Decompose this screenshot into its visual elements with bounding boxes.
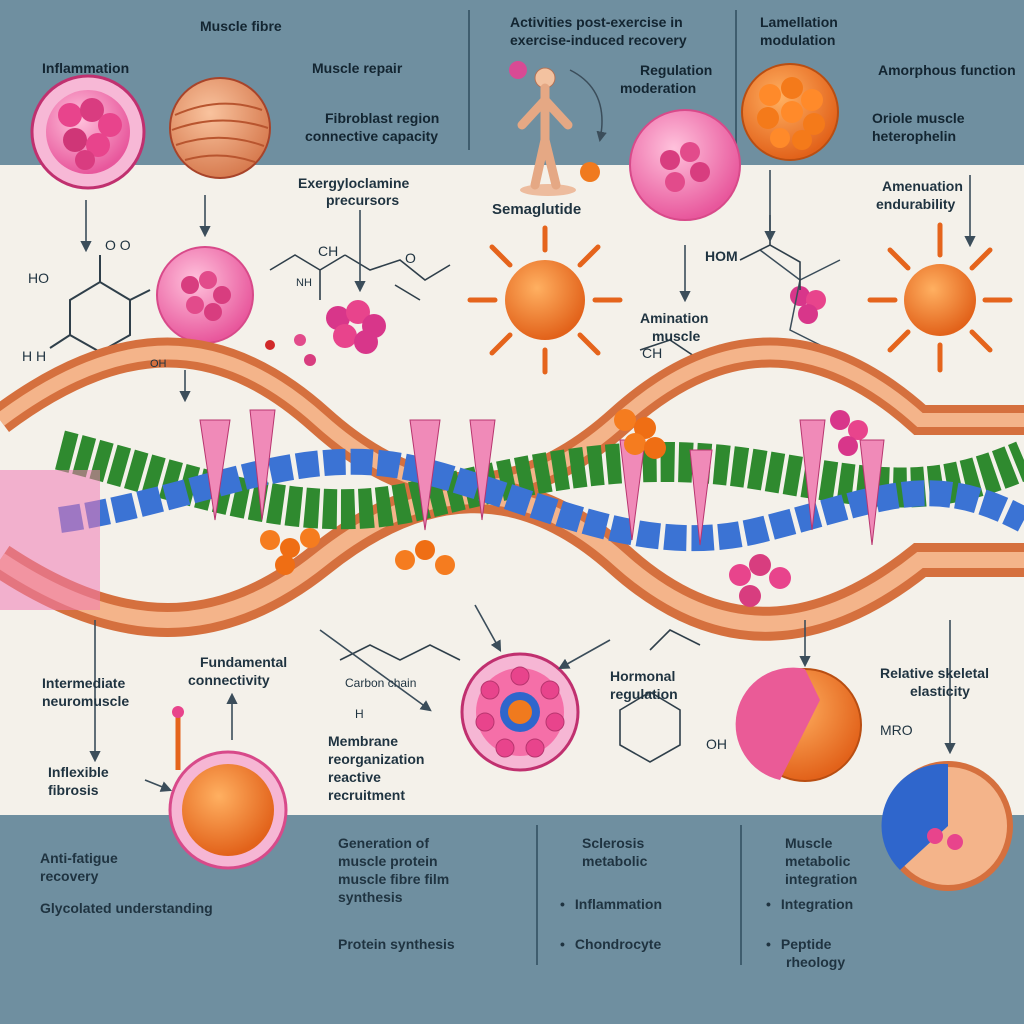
label-bottom-c4-b1: Integration bbox=[766, 896, 853, 912]
label-bottom-c3-1: Sclerosis bbox=[582, 835, 645, 851]
layered-cell-center bbox=[460, 652, 580, 772]
pink-cluster-helix bbox=[729, 410, 868, 607]
label-mro: MRO bbox=[880, 722, 913, 738]
chem-ho: HO bbox=[28, 270, 49, 286]
label-hormone-1: Hormonal bbox=[610, 668, 676, 684]
label-exergyloclamine-2: precursors bbox=[326, 192, 400, 208]
chem-o: O bbox=[405, 250, 416, 266]
chem-oh-small: OH bbox=[150, 358, 167, 370]
chem-oh2: OH bbox=[706, 736, 727, 752]
label-activities-1: Activities post-exercise in bbox=[510, 14, 683, 30]
label-bottom-c3-b2: Chondrocyte bbox=[560, 936, 661, 952]
label-bottom-mid-2: muscle protein bbox=[338, 853, 438, 869]
label-hormone-2: regulation bbox=[610, 686, 678, 702]
label-muscle-repair: Muscle repair bbox=[312, 60, 403, 76]
orange-cluster-helix-center bbox=[614, 409, 666, 459]
label-connective-capacity: connective capacity bbox=[305, 128, 439, 144]
cross-section-cell-bottom-right bbox=[881, 761, 1013, 891]
chem-ch3: CH bbox=[642, 345, 663, 361]
chem-hh: H H bbox=[22, 348, 47, 364]
chem-ch: CH bbox=[318, 243, 339, 259]
chem-oo: O O bbox=[105, 237, 131, 253]
divider-bottom-1 bbox=[536, 825, 538, 965]
label-hom: HOM bbox=[705, 248, 738, 264]
label-fibroblast-region: Fibroblast region bbox=[325, 110, 440, 126]
divider-top-2 bbox=[735, 10, 737, 150]
probe-icon bbox=[172, 706, 184, 770]
label-bottom-left-3: Glycolated understanding bbox=[40, 900, 213, 916]
label-amorphous-function: Amorphous function bbox=[878, 62, 1016, 78]
label-bottom-mid-1: Generation of bbox=[338, 835, 430, 851]
label-inflammation: Inflammation bbox=[42, 60, 130, 76]
divider-bottom-2 bbox=[740, 825, 742, 965]
label-inflexible-1: Inflexible bbox=[48, 764, 109, 780]
label-bottom-mid-4: synthesis bbox=[338, 889, 403, 905]
orange-cluster-helix-left bbox=[260, 528, 455, 575]
label-membrane-2: reorganization bbox=[328, 751, 425, 767]
label-semaglutide: Semaglutide bbox=[492, 201, 582, 218]
label-amenuation-2: endurability bbox=[876, 196, 956, 212]
muscle-fiber-sphere bbox=[169, 77, 271, 179]
label-bottom-c4-b2: Peptide bbox=[766, 936, 832, 952]
label-bottom-c4-2: metabolic bbox=[785, 853, 851, 869]
label-exergyloclamine-1: Exergyloclamine bbox=[298, 175, 410, 191]
label-fundamental-2: connectivity bbox=[188, 672, 270, 688]
label-carbon-chain: Carbon chain bbox=[345, 676, 417, 690]
label-membrane-1: Membrane bbox=[328, 733, 399, 749]
label-relative-1: Relative skeletal bbox=[880, 665, 989, 681]
arrows bbox=[80, 170, 976, 792]
bottom-band bbox=[0, 815, 1024, 1024]
pink-cell-left bbox=[156, 246, 254, 344]
label-bottom-c4-1: Muscle bbox=[785, 835, 833, 851]
label-oriole-2: heterophelin bbox=[872, 128, 957, 144]
label-bottom-c3-2: metabolic bbox=[582, 853, 648, 869]
chemical-structure-lower-middle bbox=[339, 629, 701, 763]
label-membrane-4: recruitment bbox=[328, 787, 406, 803]
label-bottom-c4-b3: rheology bbox=[786, 954, 846, 970]
label-inflexible-2: fibrosis bbox=[48, 782, 99, 798]
label-lamellation-2: modulation bbox=[760, 32, 836, 48]
pink-cluster-cell-top-left bbox=[30, 74, 146, 190]
human-figure-icon bbox=[509, 61, 607, 196]
label-bottom-c4-3: integration bbox=[785, 871, 858, 887]
chem-h: H bbox=[355, 707, 364, 721]
label-bottom-left-1: Anti-fatigue bbox=[40, 850, 118, 866]
label-activities-2: exercise-induced recovery bbox=[510, 32, 687, 48]
label-lamellation-1: Lamellation bbox=[760, 14, 838, 30]
label-membrane-3: reactive bbox=[328, 769, 381, 785]
label-muscle-fiber: Muscle fibre bbox=[200, 18, 282, 34]
label-amination-2: muscle bbox=[652, 328, 701, 344]
pink-cluster-right-molecule bbox=[759, 249, 841, 351]
label-bottom-left-2: recovery bbox=[40, 868, 99, 884]
orange-cluster-cell-top-right bbox=[741, 63, 839, 161]
label-intermediate-1: Intermediate bbox=[42, 675, 126, 691]
label-bottom-mid-5: Protein synthesis bbox=[338, 936, 455, 952]
label-amenuation-1: Amenuation bbox=[882, 178, 963, 194]
pink-cluster-molecule bbox=[265, 300, 386, 366]
orange-starburst-right bbox=[867, 222, 1013, 373]
half-cell-right bbox=[735, 667, 862, 782]
muscle-helix bbox=[0, 337, 1024, 641]
label-relative-2: elasticity bbox=[910, 683, 970, 699]
label-regulation-1: Regulation bbox=[640, 62, 713, 78]
label-bottom-mid-3: muscle fibre film bbox=[338, 871, 450, 887]
label-fundamental-1: Fundamental bbox=[200, 654, 288, 670]
label-intermediate-2: neuromuscle bbox=[42, 693, 130, 709]
label-oriole-1: Oriole muscle bbox=[872, 110, 965, 126]
divider-top-1 bbox=[468, 10, 470, 150]
orange-filled-cell-bottom bbox=[168, 750, 288, 870]
chem-nh: NH bbox=[296, 277, 312, 289]
label-bottom-c3-b1: Inflammation bbox=[560, 896, 662, 912]
orange-starburst-center bbox=[467, 225, 623, 375]
chemical-structure-upper-middle bbox=[269, 254, 451, 301]
label-regulation-2: moderation bbox=[620, 80, 697, 96]
chemical-structure-left bbox=[49, 255, 151, 372]
pink-cell-center bbox=[629, 109, 741, 221]
label-amination-1: Amination bbox=[640, 310, 709, 326]
